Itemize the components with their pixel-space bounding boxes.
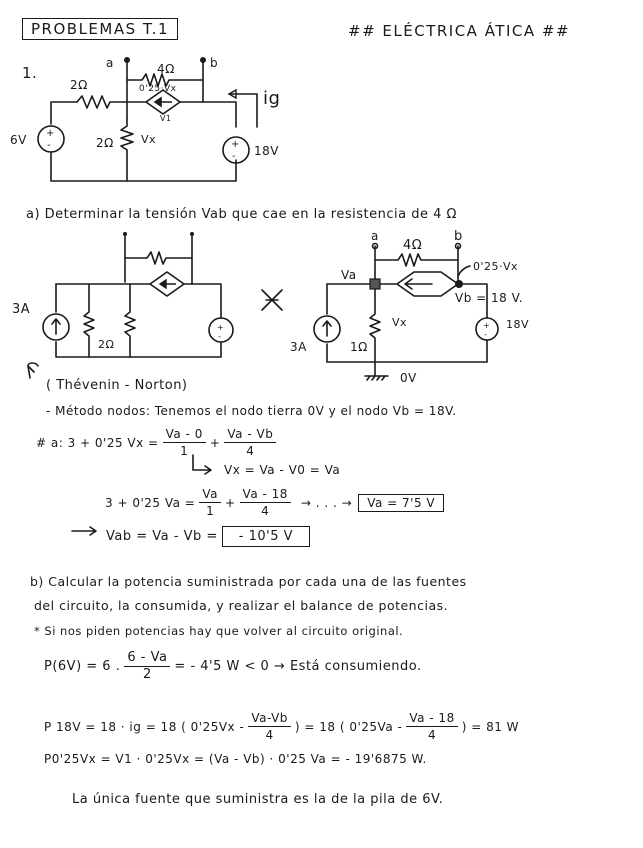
svg-text:+: + xyxy=(483,321,490,330)
method-line: - Método nodos: Tenemos el nodo tierra 0… xyxy=(46,404,457,418)
vab-expression: Vab = Va - Vb = xyxy=(106,529,218,544)
part-b-note: * Si nos piden potencias hay que volver … xyxy=(34,624,404,638)
circuit-2-left-diagram: +- xyxy=(27,232,283,379)
c2-right-node-a: a xyxy=(371,229,379,243)
c2-right-node-b: b xyxy=(454,229,463,244)
c2-right-vx: Vx xyxy=(392,316,408,329)
c2-right-r-ab: 4Ω xyxy=(403,238,423,253)
c1-r-ab: 4Ω xyxy=(157,62,175,76)
c2-right-current: 3A xyxy=(290,340,307,354)
brand-title: ## ELÉCTRICA ÁTICA ## xyxy=(348,22,571,40)
eq1-substitution: Vx = Va - V0 = Va xyxy=(224,463,341,477)
c1-source-right: 18V xyxy=(254,144,279,158)
c2-right-vb: Vb = 18 V. xyxy=(455,291,524,305)
svg-text:-: - xyxy=(218,332,221,341)
eq2-prefix: 3 + 0'25 Va = xyxy=(105,495,196,510)
eq2-plus: + xyxy=(224,495,236,510)
circuit-2-right-diagram: +- xyxy=(313,242,499,381)
c1-dep-source: 0'25·Vx xyxy=(139,84,177,94)
vab-result-box: - 10'5 V xyxy=(221,526,310,547)
svg-text:+: + xyxy=(231,139,239,150)
vab-equation: Vab = Va - Vb = - 10'5 V xyxy=(106,526,310,547)
page-title: PROBLEMAS T.1 xyxy=(22,18,179,40)
c1-r-mid: 2Ω xyxy=(96,136,114,150)
part-b-statement-1: b) Calcular la potencia suministrada por… xyxy=(30,574,467,589)
c1-source-left: 6V xyxy=(10,133,27,147)
c1-current-ig: ig xyxy=(263,88,281,109)
svg-text:-: - xyxy=(47,140,51,151)
eq1-plus: + xyxy=(209,435,221,450)
c1-node-a: a xyxy=(106,56,114,70)
c2-left-current: 3A xyxy=(12,302,31,317)
eq1-prefix: # a: 3 + 0'25 Vx = xyxy=(36,435,159,450)
svg-text:-: - xyxy=(484,330,487,339)
c2-right-resistor: 1Ω xyxy=(350,340,368,354)
p6v-result: = - 4'5 W < 0 → Está consumiendo. xyxy=(174,659,422,674)
p18v-result: ) = 81 W xyxy=(461,719,520,734)
method-note: ( Thévenin - Norton) xyxy=(46,378,188,393)
eq2-arrow: → . . . → xyxy=(300,495,353,510)
problem-number: 1. xyxy=(22,64,38,82)
c1-dep-label: V1 xyxy=(160,114,172,123)
c1-vx: Vx xyxy=(141,133,157,146)
c2-right-va: Va xyxy=(341,268,357,282)
conclusion: La única fuente que suministra es la de … xyxy=(72,792,444,807)
c1-node-b: b xyxy=(210,56,219,70)
c2-right-source: 18V xyxy=(506,318,530,331)
c1-r-left: 2Ω xyxy=(70,78,88,92)
p18v-prefix: P 18V = 18 · ig = 18 ( 0'25Vx - xyxy=(44,719,245,734)
c2-right-dep-source: 0'25·Vx xyxy=(473,260,519,273)
p6v-prefix: P(6V) = 6 . xyxy=(44,659,121,674)
svg-text:-: - xyxy=(232,151,236,162)
c2-right-ground: 0V xyxy=(400,371,417,385)
substitution-arrow-icon xyxy=(71,454,212,536)
p18v-mid: ) = 18 ( 0'25Va - xyxy=(294,719,403,734)
svg-text:+: + xyxy=(217,323,224,332)
part-a-statement: a) Determinar la tensión Vab que cae en … xyxy=(26,207,457,222)
va-result-box: Va = 7'5 V xyxy=(358,493,445,512)
part-b-statement-2: del circuito, la consumida, y realizar e… xyxy=(34,598,449,613)
c2-left-resistor: 2Ω xyxy=(98,338,115,351)
pdep-equation: P0'25Vx = V1 · 0'25Vx = (Va - Vb) · 0'25… xyxy=(44,752,427,766)
circuit-1-diagram: +- +- xyxy=(37,57,258,182)
svg-text:+: + xyxy=(46,128,54,139)
